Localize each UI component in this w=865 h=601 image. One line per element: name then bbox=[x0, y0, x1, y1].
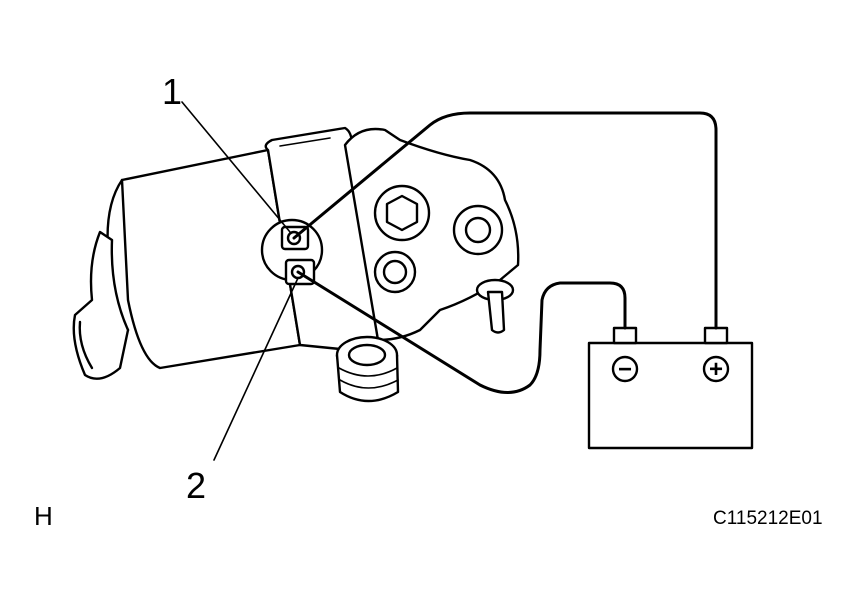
leader-line-2 bbox=[213, 277, 299, 461]
lower-nut bbox=[373, 250, 417, 294]
corner-letter: H bbox=[34, 501, 53, 531]
negative-post bbox=[612, 326, 638, 345]
negative-wire bbox=[296, 270, 627, 394]
inlet-pipe-bore bbox=[347, 343, 387, 367]
inlet-ring-1 bbox=[338, 367, 398, 377]
mounting-bracket bbox=[72, 230, 130, 380]
flange-edge bbox=[279, 137, 331, 147]
leader-line-1 bbox=[181, 101, 291, 233]
outlet-port-bore bbox=[464, 216, 492, 244]
callout-2: 2 bbox=[186, 465, 206, 506]
pump-body bbox=[335, 127, 520, 403]
positive-post bbox=[703, 326, 729, 345]
battery: − + bbox=[587, 326, 754, 450]
motor-assembly bbox=[72, 126, 380, 380]
positive-wire bbox=[292, 111, 718, 330]
motor-housing bbox=[120, 148, 302, 370]
lower-nut-core bbox=[382, 259, 408, 285]
negative-symbol-circle bbox=[611, 355, 639, 383]
outlet-port bbox=[452, 204, 504, 256]
bracket-lip bbox=[78, 320, 94, 370]
inlet-pipe bbox=[335, 354, 400, 403]
negative-symbol: − bbox=[618, 356, 632, 383]
hex-bolt-head bbox=[385, 194, 419, 232]
drive-shaft bbox=[486, 290, 506, 334]
callout-1: 1 bbox=[162, 71, 182, 112]
inlet-ring-2 bbox=[339, 379, 399, 389]
battery-case bbox=[587, 341, 754, 450]
figure-code: C115212E01 bbox=[713, 508, 823, 529]
terminal-1-screw bbox=[286, 230, 302, 246]
positive-symbol: + bbox=[709, 356, 723, 383]
positive-symbol-circle bbox=[702, 355, 730, 383]
